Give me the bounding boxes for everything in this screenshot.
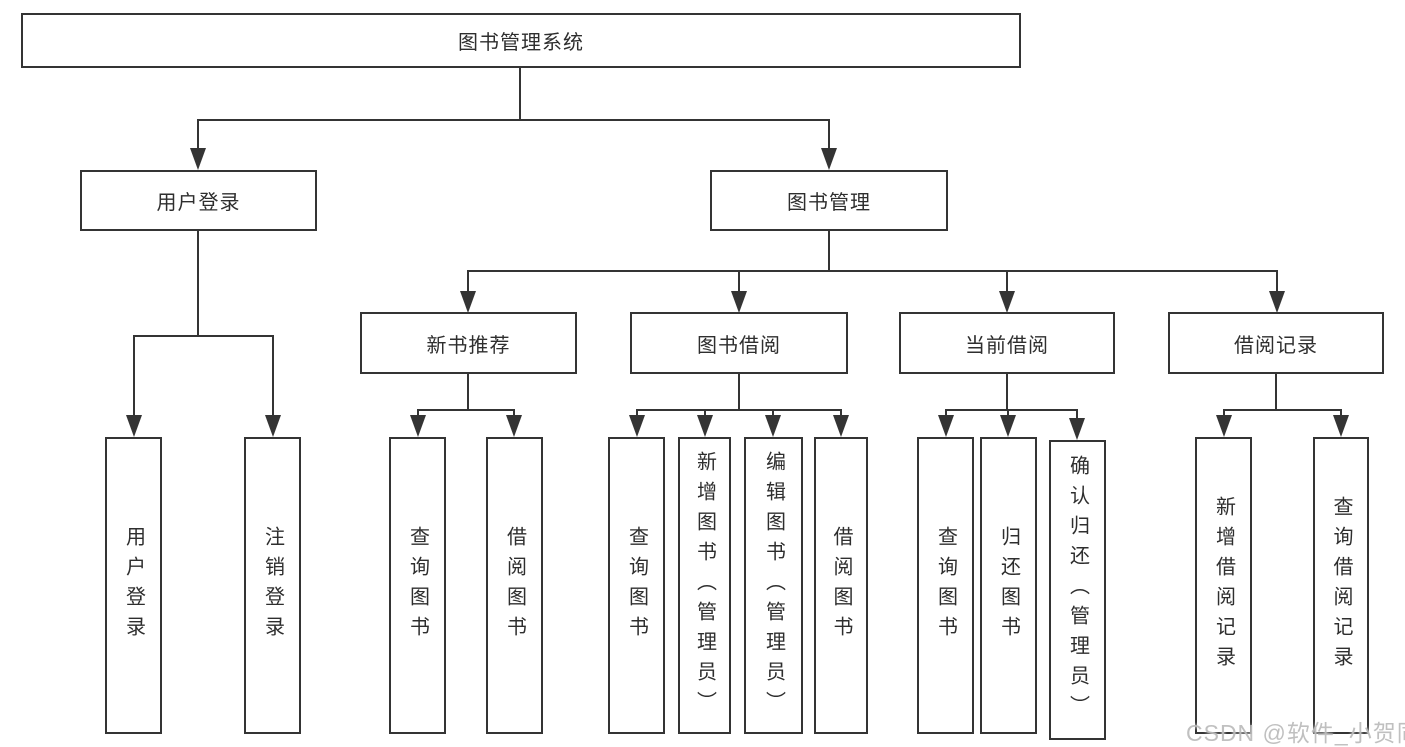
leaf-recommend-borrow-book: 借阅图书 xyxy=(486,437,543,734)
connector-records-stub xyxy=(1275,374,1277,409)
node-user-login-label: 用户登录 xyxy=(156,192,241,214)
connector-current-branch xyxy=(945,409,1077,411)
node-current-borrowing: 当前借阅 xyxy=(899,312,1115,374)
connector-user-login-branch xyxy=(133,335,273,337)
arrow-down-icon xyxy=(506,415,522,437)
connector-to-leaf xyxy=(840,409,842,418)
connector-borrowing-branch xyxy=(636,409,841,411)
connector-recommend-branch xyxy=(417,409,515,411)
leaf-records-query-record: 查询借阅记录 xyxy=(1313,437,1369,734)
arrow-down-icon xyxy=(460,291,476,313)
leaf-borrowing-borrow-book-label: 借阅图书 xyxy=(830,525,852,646)
connector-to-book-borrowing xyxy=(738,270,740,295)
leaf-current-query-book-label: 查询图书 xyxy=(934,525,957,646)
arrow-down-icon xyxy=(765,415,781,437)
connector-to-leaf xyxy=(704,409,706,418)
leaf-borrowing-edit-book-label: 编辑图书（管理员） xyxy=(762,450,785,721)
connector-to-leaf-logout xyxy=(272,335,274,417)
arrow-down-icon xyxy=(1269,291,1285,313)
node-library-system-label: 图书管理系统 xyxy=(458,32,584,54)
node-user-login: 用户登录 xyxy=(80,170,317,231)
connector-root-stub xyxy=(519,68,521,119)
leaf-borrowing-borrow-book: 借阅图书 xyxy=(814,437,868,734)
connector-to-leaf xyxy=(1007,409,1009,418)
connector-user-login-stub xyxy=(197,231,199,335)
connector-to-leaf xyxy=(772,409,774,418)
arrow-down-icon xyxy=(190,148,206,170)
node-new-book-recommend: 新书推荐 xyxy=(360,312,577,374)
connector-recommend-stub xyxy=(467,374,469,409)
connector-to-leaf xyxy=(417,409,419,418)
node-book-management: 图书管理 xyxy=(710,170,948,231)
node-book-management-label: 图书管理 xyxy=(787,192,871,214)
node-current-borrowing-label: 当前借阅 xyxy=(965,334,1049,357)
connector-root-branch xyxy=(197,119,829,121)
arrow-down-icon xyxy=(1069,418,1085,440)
watermark: CSDN @软件_小贺同学 xyxy=(1186,720,1405,746)
node-book-borrowing: 图书借阅 xyxy=(630,312,848,374)
arrow-down-icon xyxy=(1000,415,1016,437)
leaf-records-query-record-label: 查询借阅记录 xyxy=(1330,495,1352,676)
leaf-borrowing-query-book: 查询图书 xyxy=(608,437,665,734)
leaf-recommend-borrow-book-label: 借阅图书 xyxy=(503,525,526,646)
leaf-borrowing-add-book-label: 新增图书（管理员） xyxy=(693,450,716,721)
connector-to-current-borrowing xyxy=(1006,270,1008,295)
connector-to-leaf xyxy=(513,409,515,418)
leaf-current-query-book: 查询图书 xyxy=(917,437,974,734)
node-book-borrowing-label: 图书借阅 xyxy=(697,334,781,357)
arrow-down-icon xyxy=(410,415,426,437)
leaf-current-return-book-label: 归还图书 xyxy=(997,525,1020,646)
leaf-current-return-book: 归还图书 xyxy=(980,437,1037,734)
leaf-current-confirm-return: 确认归还（管理员） xyxy=(1049,440,1106,740)
arrow-down-icon xyxy=(999,291,1015,313)
leaf-borrowing-add-book: 新增图书（管理员） xyxy=(678,437,731,734)
connector-to-new-book-recommend xyxy=(467,270,469,295)
connector-to-leaf xyxy=(945,409,947,418)
connector-book-management-branch xyxy=(468,270,1277,272)
leaf-recommend-query-book-label: 查询图书 xyxy=(406,525,429,646)
leaf-borrowing-query-book-label: 查询图书 xyxy=(625,525,648,646)
node-borrowing-records: 借阅记录 xyxy=(1168,312,1384,374)
connector-to-book-management xyxy=(828,119,830,154)
node-new-book-recommend-label: 新书推荐 xyxy=(426,334,511,357)
leaf-logout: 注销登录 xyxy=(244,437,301,734)
connector-to-borrowing-records xyxy=(1276,270,1278,295)
connector-borrowing-stub xyxy=(738,374,740,409)
connector-to-user-login xyxy=(197,119,199,154)
connector-current-stub xyxy=(1006,374,1008,409)
arrow-down-icon xyxy=(1216,415,1232,437)
arrow-down-icon xyxy=(833,415,849,437)
connector-to-leaf-user-login xyxy=(133,335,135,417)
connector-to-leaf xyxy=(1076,409,1078,420)
arrow-down-icon xyxy=(629,415,645,437)
leaf-borrowing-edit-book: 编辑图书（管理员） xyxy=(744,437,803,734)
connector-book-management-stub xyxy=(828,231,830,270)
connector-to-leaf xyxy=(636,409,638,418)
leaf-records-add-record-label: 新增借阅记录 xyxy=(1212,495,1235,676)
leaf-logout-label: 注销登录 xyxy=(261,525,284,646)
connector-to-leaf xyxy=(1223,409,1225,418)
arrow-down-icon xyxy=(697,415,713,437)
leaf-user-login-label: 用户登录 xyxy=(122,525,145,646)
arrow-down-icon xyxy=(821,148,837,170)
arrow-down-icon xyxy=(938,415,954,437)
arrow-down-icon xyxy=(265,415,281,437)
arrow-down-icon xyxy=(126,415,142,437)
connector-to-leaf xyxy=(1340,409,1342,418)
node-borrowing-records-label: 借阅记录 xyxy=(1234,334,1318,357)
connector-records-branch xyxy=(1223,409,1341,411)
leaf-current-confirm-return-label: 确认归还（管理员） xyxy=(1066,455,1089,725)
node-library-system: 图书管理系统 xyxy=(21,13,1021,68)
leaf-records-add-record: 新增借阅记录 xyxy=(1195,437,1252,734)
arrow-down-icon xyxy=(1333,415,1349,437)
leaf-recommend-query-book: 查询图书 xyxy=(389,437,446,734)
arrow-down-icon xyxy=(731,291,747,313)
leaf-user-login: 用户登录 xyxy=(105,437,162,734)
